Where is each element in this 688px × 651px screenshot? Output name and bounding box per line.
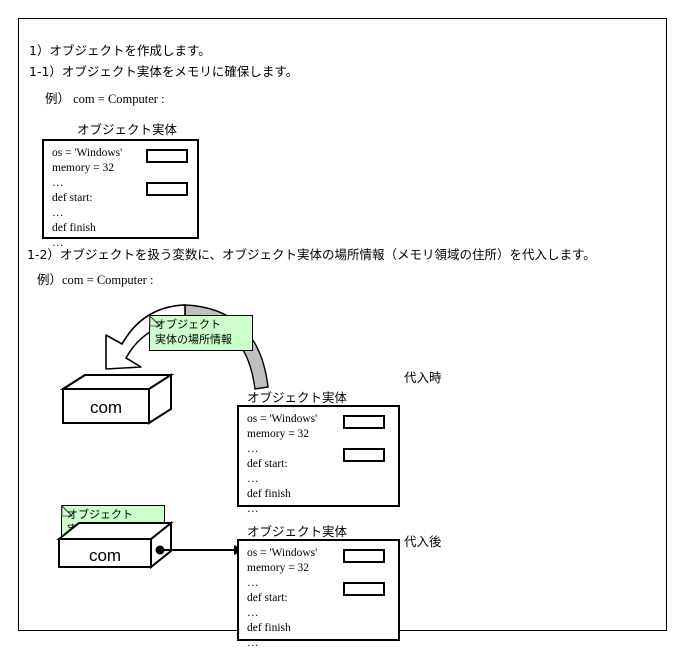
memory-slot — [146, 149, 188, 163]
note-line-1: オブジェクト — [155, 318, 221, 331]
code-line: … — [247, 472, 259, 485]
note-line-2: 実体の場所情報 — [155, 332, 232, 346]
code-line: memory = 32 — [247, 427, 310, 440]
code-line: os = 'Windows' — [247, 547, 318, 559]
at-assignment-label: 代入時 — [404, 370, 442, 385]
object-entity-box-2: os = 'Windows' memory = 32 … def start: … — [237, 405, 400, 515]
code-line: … — [52, 206, 64, 219]
code-line: … — [247, 442, 259, 455]
code-line: … — [247, 576, 259, 589]
memory-slot — [343, 448, 385, 462]
object-entity-caption-3: オブジェクト実体 — [247, 524, 348, 539]
code-line: … — [247, 636, 259, 649]
diagram-page: 1）オブジェクトを作成します。 1-1）オブジェクト実体をメモリに確保します。 … — [18, 18, 667, 649]
memory-slot — [343, 582, 385, 596]
object-entity-box-3: os = 'Windows' memory = 32 … def start: … — [237, 539, 400, 649]
green-note-1: オブジェクト 実体の場所情報 — [149, 314, 253, 351]
object-entity-caption-2: オブジェクト実体 — [247, 390, 348, 405]
memory-slot — [146, 182, 188, 196]
step-1-1-text: 1-1）オブジェクト実体をメモリに確保します。 — [29, 64, 299, 79]
step-1-1-example: 例） com = Computer : — [45, 92, 165, 106]
object-entity-box-1-code: os = 'Windows' memory = 32 … def start: … — [52, 146, 122, 251]
code-line: … — [247, 502, 259, 515]
object-entity-box-3-code: os = 'Windows' memory = 32 … def start: … — [247, 546, 317, 651]
com-box-closed: com — [56, 520, 244, 570]
note-line-1: オブジェクト — [67, 508, 133, 521]
code-line: def finish — [52, 221, 96, 234]
page-fold-icon — [385, 626, 400, 641]
code-line: … — [52, 236, 64, 249]
note-fold-icon — [149, 314, 162, 327]
step-1-2-text: 1-2）オブジェクトを扱う変数に、オブジェクト実体の場所情報（メモリ領域の住所）… — [27, 247, 596, 262]
code-line: def start: — [247, 591, 288, 604]
step-1-title: 1）オブジェクトを作成します。 — [29, 43, 211, 58]
memory-slot — [343, 549, 385, 563]
page-fold-icon — [184, 224, 199, 239]
com-box-open: com — [59, 373, 175, 425]
code-line: os = 'Windows' — [52, 147, 123, 159]
object-entity-caption-1: オブジェクト実体 — [77, 122, 178, 137]
code-line: def start: — [52, 191, 93, 204]
object-entity-box-2-code: os = 'Windows' memory = 32 … def start: … — [247, 412, 317, 517]
after-assignment-label: 代入後 — [404, 534, 442, 549]
page-fold-icon — [385, 492, 400, 507]
code-line: … — [247, 606, 259, 619]
code-line: memory = 32 — [52, 161, 115, 174]
com-box-closed-label: com — [89, 546, 121, 565]
code-line: def finish — [247, 487, 291, 500]
note-fold-icon — [61, 504, 74, 517]
com-box-open-label: com — [90, 398, 122, 417]
code-line: def finish — [247, 621, 291, 634]
green-note-1-text: オブジェクト 実体の場所情報 — [155, 318, 232, 348]
code-line: … — [52, 176, 64, 189]
step-1-2-example: 例）com = Computer : — [37, 273, 154, 287]
memory-slot — [343, 415, 385, 429]
code-line: os = 'Windows' — [247, 413, 318, 425]
object-entity-box-1: os = 'Windows' memory = 32 … def start: … — [42, 139, 199, 249]
code-line: memory = 32 — [247, 561, 310, 574]
code-line: def start: — [247, 457, 288, 470]
